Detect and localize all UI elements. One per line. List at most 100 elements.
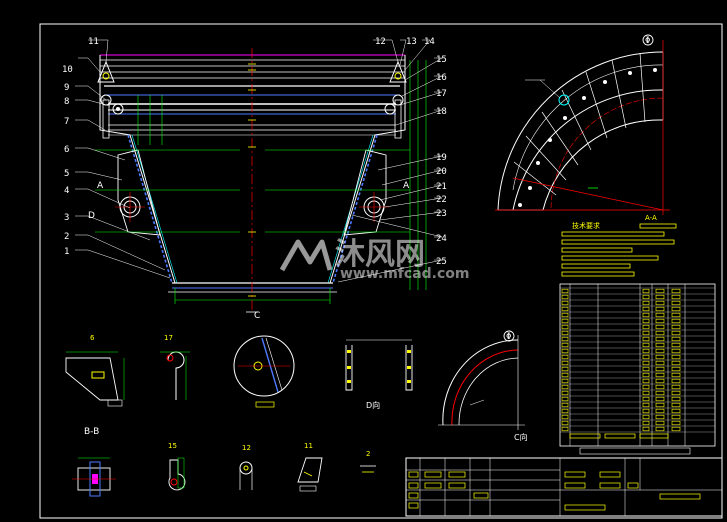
- tech-requirements: 技术要求 A-A: [561, 214, 677, 277]
- parts-row-cell: [642, 366, 650, 372]
- parts-row-cell: [671, 414, 681, 420]
- parts-row-cell: [655, 336, 665, 342]
- parts-row-cell: [655, 426, 665, 432]
- parts-row-cell: [642, 354, 650, 360]
- detail-d-view: D向: [345, 339, 413, 410]
- parts-row-cell: [671, 378, 681, 384]
- detail-6-label: 6: [90, 334, 95, 342]
- parts-row-cell: [642, 402, 650, 408]
- parts-row-cell: [655, 324, 665, 330]
- parts-row-cell: [671, 426, 681, 432]
- part-no-20: 20: [436, 167, 447, 177]
- parts-row-cell: [561, 336, 569, 342]
- parts-row-cell: [655, 348, 665, 354]
- part-no-5: 5: [64, 169, 69, 179]
- part-no-13: 13: [406, 37, 417, 47]
- parts-row-cell: [671, 324, 681, 330]
- part-no-1b: 1: [64, 247, 69, 257]
- parts-row-cell: [655, 312, 665, 318]
- part-no-17: 17: [436, 89, 447, 99]
- parts-row-cell: [561, 372, 569, 378]
- hopper-elevation: 10 11 9 8 7 6 5 4 3 2 1 12 13 14 15 16 1…: [62, 37, 447, 321]
- part-no-23: 23: [436, 209, 447, 219]
- watermark-url: www.mfcad.com: [340, 266, 470, 282]
- detail-circle: [233, 335, 295, 408]
- parts-row-cell: [671, 396, 681, 402]
- parts-row-cell: [671, 330, 681, 336]
- parts-row-cell: [671, 288, 681, 294]
- detail-17-label: 17: [164, 334, 173, 342]
- parts-row-cell: [642, 300, 650, 306]
- parts-row-cell: [671, 390, 681, 396]
- parts-row-cell: [655, 330, 665, 336]
- detail-c-view: Φ C向: [438, 330, 528, 442]
- part-no-8: 8: [64, 97, 69, 107]
- detail-11: 11: [297, 442, 323, 492]
- parts-row-cell: [671, 318, 681, 324]
- parts-row-cell: [561, 348, 569, 354]
- parts-row-cell: [561, 402, 569, 408]
- parts-row-cell: [642, 348, 650, 354]
- parts-list-table: [559, 283, 716, 455]
- parts-row-cell: [671, 336, 681, 342]
- parts-row-cell: [561, 306, 569, 312]
- parts-row-cell: [655, 372, 665, 378]
- parts-row-cell: [642, 408, 650, 414]
- detail-12: 12: [239, 444, 253, 490]
- parts-row-cell: [642, 396, 650, 402]
- c-view-marker: Φ: [506, 332, 511, 342]
- part-no-18: 18: [436, 107, 447, 117]
- parts-row-cell: [561, 330, 569, 336]
- parts-row-cell: [561, 426, 569, 432]
- parts-row-cell: [655, 420, 665, 426]
- parts-row-cell: [671, 306, 681, 312]
- parts-row-cell: [642, 414, 650, 420]
- section-c-mark: C: [254, 311, 260, 321]
- parts-row-cell: [671, 402, 681, 408]
- detail-bb-section: B-B: [72, 427, 116, 497]
- parts-rows: [560, 287, 715, 433]
- parts-row-cell: [655, 354, 665, 360]
- site-watermark: 沐风网 www.mfcad.com: [279, 237, 470, 282]
- parts-row-cell: [671, 354, 681, 360]
- watermark-logo-icon: [279, 239, 333, 272]
- section-d-mark: D: [88, 211, 95, 221]
- parts-row-cell: [671, 300, 681, 306]
- parts-row-cell: [642, 312, 650, 318]
- detail-6: 6: [65, 334, 125, 407]
- detail-17: 17: [160, 334, 190, 400]
- ring-segment-view: Φ: [495, 34, 670, 215]
- part-no-9: 9: [64, 83, 69, 93]
- parts-row-cell: [655, 306, 665, 312]
- parts-row-cell: [561, 408, 569, 414]
- watermark-brand: 沐风网: [335, 237, 425, 272]
- parts-row-cell: [671, 366, 681, 372]
- parts-row-cell: [561, 288, 569, 294]
- parts-row-cell: [561, 324, 569, 330]
- detail-2-label: 2: [366, 450, 370, 458]
- parts-row-cell: [561, 420, 569, 426]
- detail-15: 15: [168, 442, 186, 491]
- parts-row-cell: [655, 384, 665, 390]
- bb-view-label: B-B: [84, 427, 99, 437]
- parts-row-cell: [671, 420, 681, 426]
- part-no-22: 22: [436, 195, 447, 205]
- parts-row-cell: [642, 360, 650, 366]
- parts-row-cell: [642, 288, 650, 294]
- section-a-left: A: [97, 181, 104, 191]
- part-no-6: 6: [64, 145, 69, 155]
- aa-view-label: A-A: [645, 214, 657, 222]
- title-block: [405, 457, 723, 517]
- parts-row-cell: [642, 318, 650, 324]
- parts-row-cell: [561, 318, 569, 324]
- part-no-1: 10: [62, 65, 73, 75]
- parts-row-cell: [655, 378, 665, 384]
- parts-row-cell: [671, 312, 681, 318]
- parts-row-cell: [655, 318, 665, 324]
- ring-view-marker: Φ: [645, 36, 650, 46]
- part-no-21: 21: [436, 182, 447, 192]
- parts-row-cell: [671, 348, 681, 354]
- parts-row-cell: [642, 426, 650, 432]
- parts-row-cell: [671, 372, 681, 378]
